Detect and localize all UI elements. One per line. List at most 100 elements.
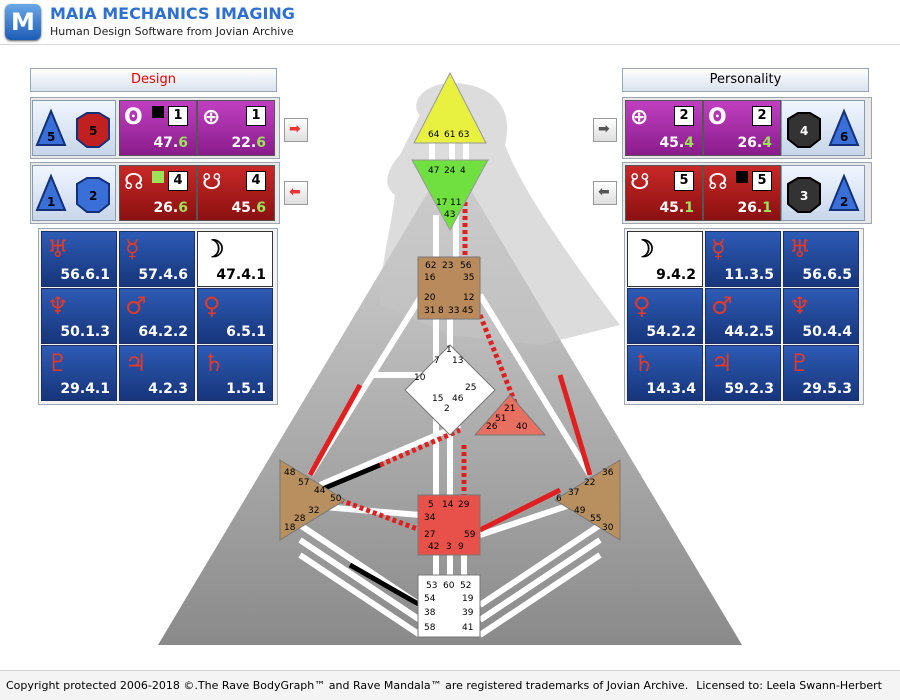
design-planets-panel: ♅56.6.1☿57.4.6☽47.4.1 ♆50.1.3♂64.2.2♀6.5.… — [38, 228, 278, 405]
personality-planet-cell[interactable]: ♀54.2.2 — [627, 288, 703, 344]
app-header: M MAIA MECHANICS IMAGING Human Design So… — [0, 0, 900, 45]
gate-label: 23 — [442, 261, 453, 271]
gate-label: 63 — [458, 130, 469, 140]
gate-label: 24 — [444, 166, 456, 176]
gate-label: 60 — [443, 581, 455, 591]
design-planet-cell[interactable]: ♀6.5.1 — [197, 288, 273, 344]
gate-label: 26 — [486, 422, 498, 432]
cell-value: 26.4 — [737, 135, 772, 151]
gate-label: 38 — [424, 608, 436, 618]
gate-label: 53 — [426, 581, 437, 591]
hex-badge: 1 — [168, 106, 188, 126]
cell-value: 45.1 — [659, 200, 694, 216]
cell-value: 47.6 — [153, 135, 188, 151]
arrow-right-icon: ➡ — [289, 121, 301, 137]
pers-next-button[interactable]: ➡ — [593, 118, 617, 142]
gate-label: 19 — [462, 594, 474, 604]
personality-planet-cell[interactable]: ♂44.2.5 — [705, 288, 781, 344]
planet-value: 11.3.5 — [724, 267, 774, 283]
design-planet-cell[interactable]: ☿57.4.6 — [119, 231, 195, 287]
north-node-glyph: ☊ — [124, 170, 144, 195]
pers-sun-cell[interactable]: ʘ 2 26.4 — [703, 100, 781, 156]
arrow-left-icon: ⬅ — [289, 184, 301, 200]
design-planet-cell[interactable]: ♃4.2.3 — [119, 345, 195, 401]
planet-glyph-icon: ♃ — [711, 348, 733, 377]
pers-prev-button[interactable]: ⬅ — [593, 181, 617, 205]
cell-value: 26.6 — [153, 200, 188, 216]
design-planet-cell[interactable]: ♇29.4.1 — [41, 345, 117, 401]
design-tri-cell: 5 5 — [32, 100, 116, 156]
gate-label: 28 — [294, 514, 306, 524]
pers-tri-number: 6 — [840, 130, 848, 144]
personality-planet-cell[interactable]: ♄14.3.4 — [627, 345, 703, 401]
hex-badge: 5 — [752, 171, 772, 191]
planet-glyph-icon: ♂ — [125, 291, 147, 320]
personality-planet-cell[interactable]: ☽9.4.2 — [627, 231, 703, 287]
hex-badge: 2 — [674, 106, 694, 126]
arrow-up-icon — [152, 171, 164, 183]
personality-planet-cell[interactable]: ♇29.5.3 — [783, 345, 859, 401]
gate-label: 35 — [463, 273, 474, 283]
gate-label: 49 — [574, 506, 586, 516]
gate-label: 16 — [424, 273, 436, 283]
cell-value: 45.6 — [231, 200, 266, 216]
pers-row2: ☋ 5 45.1 ☊ 5 26.1 3 2 — [622, 162, 872, 224]
gate-label: 52 — [460, 581, 471, 591]
hex-badge: 1 — [246, 106, 266, 126]
planet-value: 4.2.3 — [148, 381, 188, 397]
gate-label: 6 — [556, 494, 562, 504]
design-earth-cell[interactable]: ⊕ 1 22.6 — [197, 100, 275, 156]
gate-label: 4 — [460, 166, 466, 176]
design-south-node-cell[interactable]: ☋ 4 45.6 — [197, 165, 275, 221]
design-next-button[interactable]: ➡ — [284, 118, 308, 142]
design-planet-cell[interactable]: ♂64.2.2 — [119, 288, 195, 344]
planet-glyph-icon: ♃ — [125, 348, 147, 377]
gate-label: 22 — [584, 478, 595, 488]
gate-label: 18 — [284, 523, 296, 533]
pers-earth-cell[interactable]: ⊕ 2 45.4 — [625, 100, 703, 156]
copyright-text: Copyright protected 2006-2018 ©.The Rave… — [6, 679, 689, 692]
personality-planet-cell[interactable]: ♅56.6.5 — [783, 231, 859, 287]
gate-label: 11 — [450, 198, 461, 208]
personality-planet-cell[interactable]: ♃ 59.2.3 — [705, 345, 781, 401]
arrow-right-icon: ➡ — [598, 121, 610, 137]
personality-planet-cell[interactable]: ♆ 50.4.4 — [783, 288, 859, 344]
solar-plexus-center — [554, 459, 621, 541]
planet-glyph-icon: ♆ — [789, 291, 811, 320]
design-planet-cell[interactable]: ♆50.1.3 — [41, 288, 117, 344]
planet-glyph-icon: ♀ — [633, 291, 651, 320]
bodygraph: 64 61 63 47 24 4 17 11 43 62 23 56 16 35… — [158, 71, 742, 645]
gate-label: 44 — [314, 486, 326, 496]
personality-planet-cell[interactable]: ☿ 11.3.5 — [705, 231, 781, 287]
pers-south-node-cell[interactable]: ☋ 5 45.1 — [625, 165, 703, 221]
planet-glyph-icon: ☽ — [633, 234, 655, 263]
gate-label: 55 — [590, 514, 601, 524]
pers-row1: ⊕ 2 45.4 ʘ 2 26.4 4 6 — [622, 97, 872, 159]
gate-label: 9 — [458, 542, 464, 552]
gate-label: 59 — [464, 530, 476, 540]
design-planet-cell[interactable]: ♄1.5.1 — [197, 345, 273, 401]
hex-badge: 4 — [246, 171, 266, 191]
planet-value: 50.4.4 — [802, 324, 852, 340]
gate-label: 2 — [444, 404, 450, 414]
pers-north-node-cell[interactable]: ☊ 5 26.1 — [703, 165, 781, 221]
design-sun-cell[interactable]: ʘ 1 47.6 — [119, 100, 197, 156]
gate-label: 3 — [446, 542, 452, 552]
design-tri-cell-2: 1 2 — [32, 165, 116, 221]
design-planet-cell[interactable]: ♅56.6.1 — [41, 231, 117, 287]
gate-label: 39 — [462, 608, 474, 618]
license-text: Licensed to: Leela Swann-Herbert — [696, 679, 882, 692]
gate-label: 45 — [462, 306, 473, 316]
pers-oct-number-2: 3 — [800, 189, 808, 203]
design-north-node-cell[interactable]: ☊ 4 26.6 — [119, 165, 197, 221]
gate-label: 48 — [284, 468, 296, 478]
planet-value: 59.2.3 — [724, 381, 774, 397]
design-planet-cell[interactable]: ☽47.4.1 — [197, 231, 273, 287]
planet-glyph-icon: ☿ — [711, 234, 726, 263]
design-prev-button[interactable]: ⬅ — [284, 181, 308, 205]
root-center — [417, 574, 481, 638]
gate-label: 61 — [444, 130, 455, 140]
gate-label: 10 — [414, 373, 426, 383]
planet-glyph-icon: ♅ — [789, 234, 811, 263]
earth-glyph: ⊕ — [202, 105, 221, 130]
